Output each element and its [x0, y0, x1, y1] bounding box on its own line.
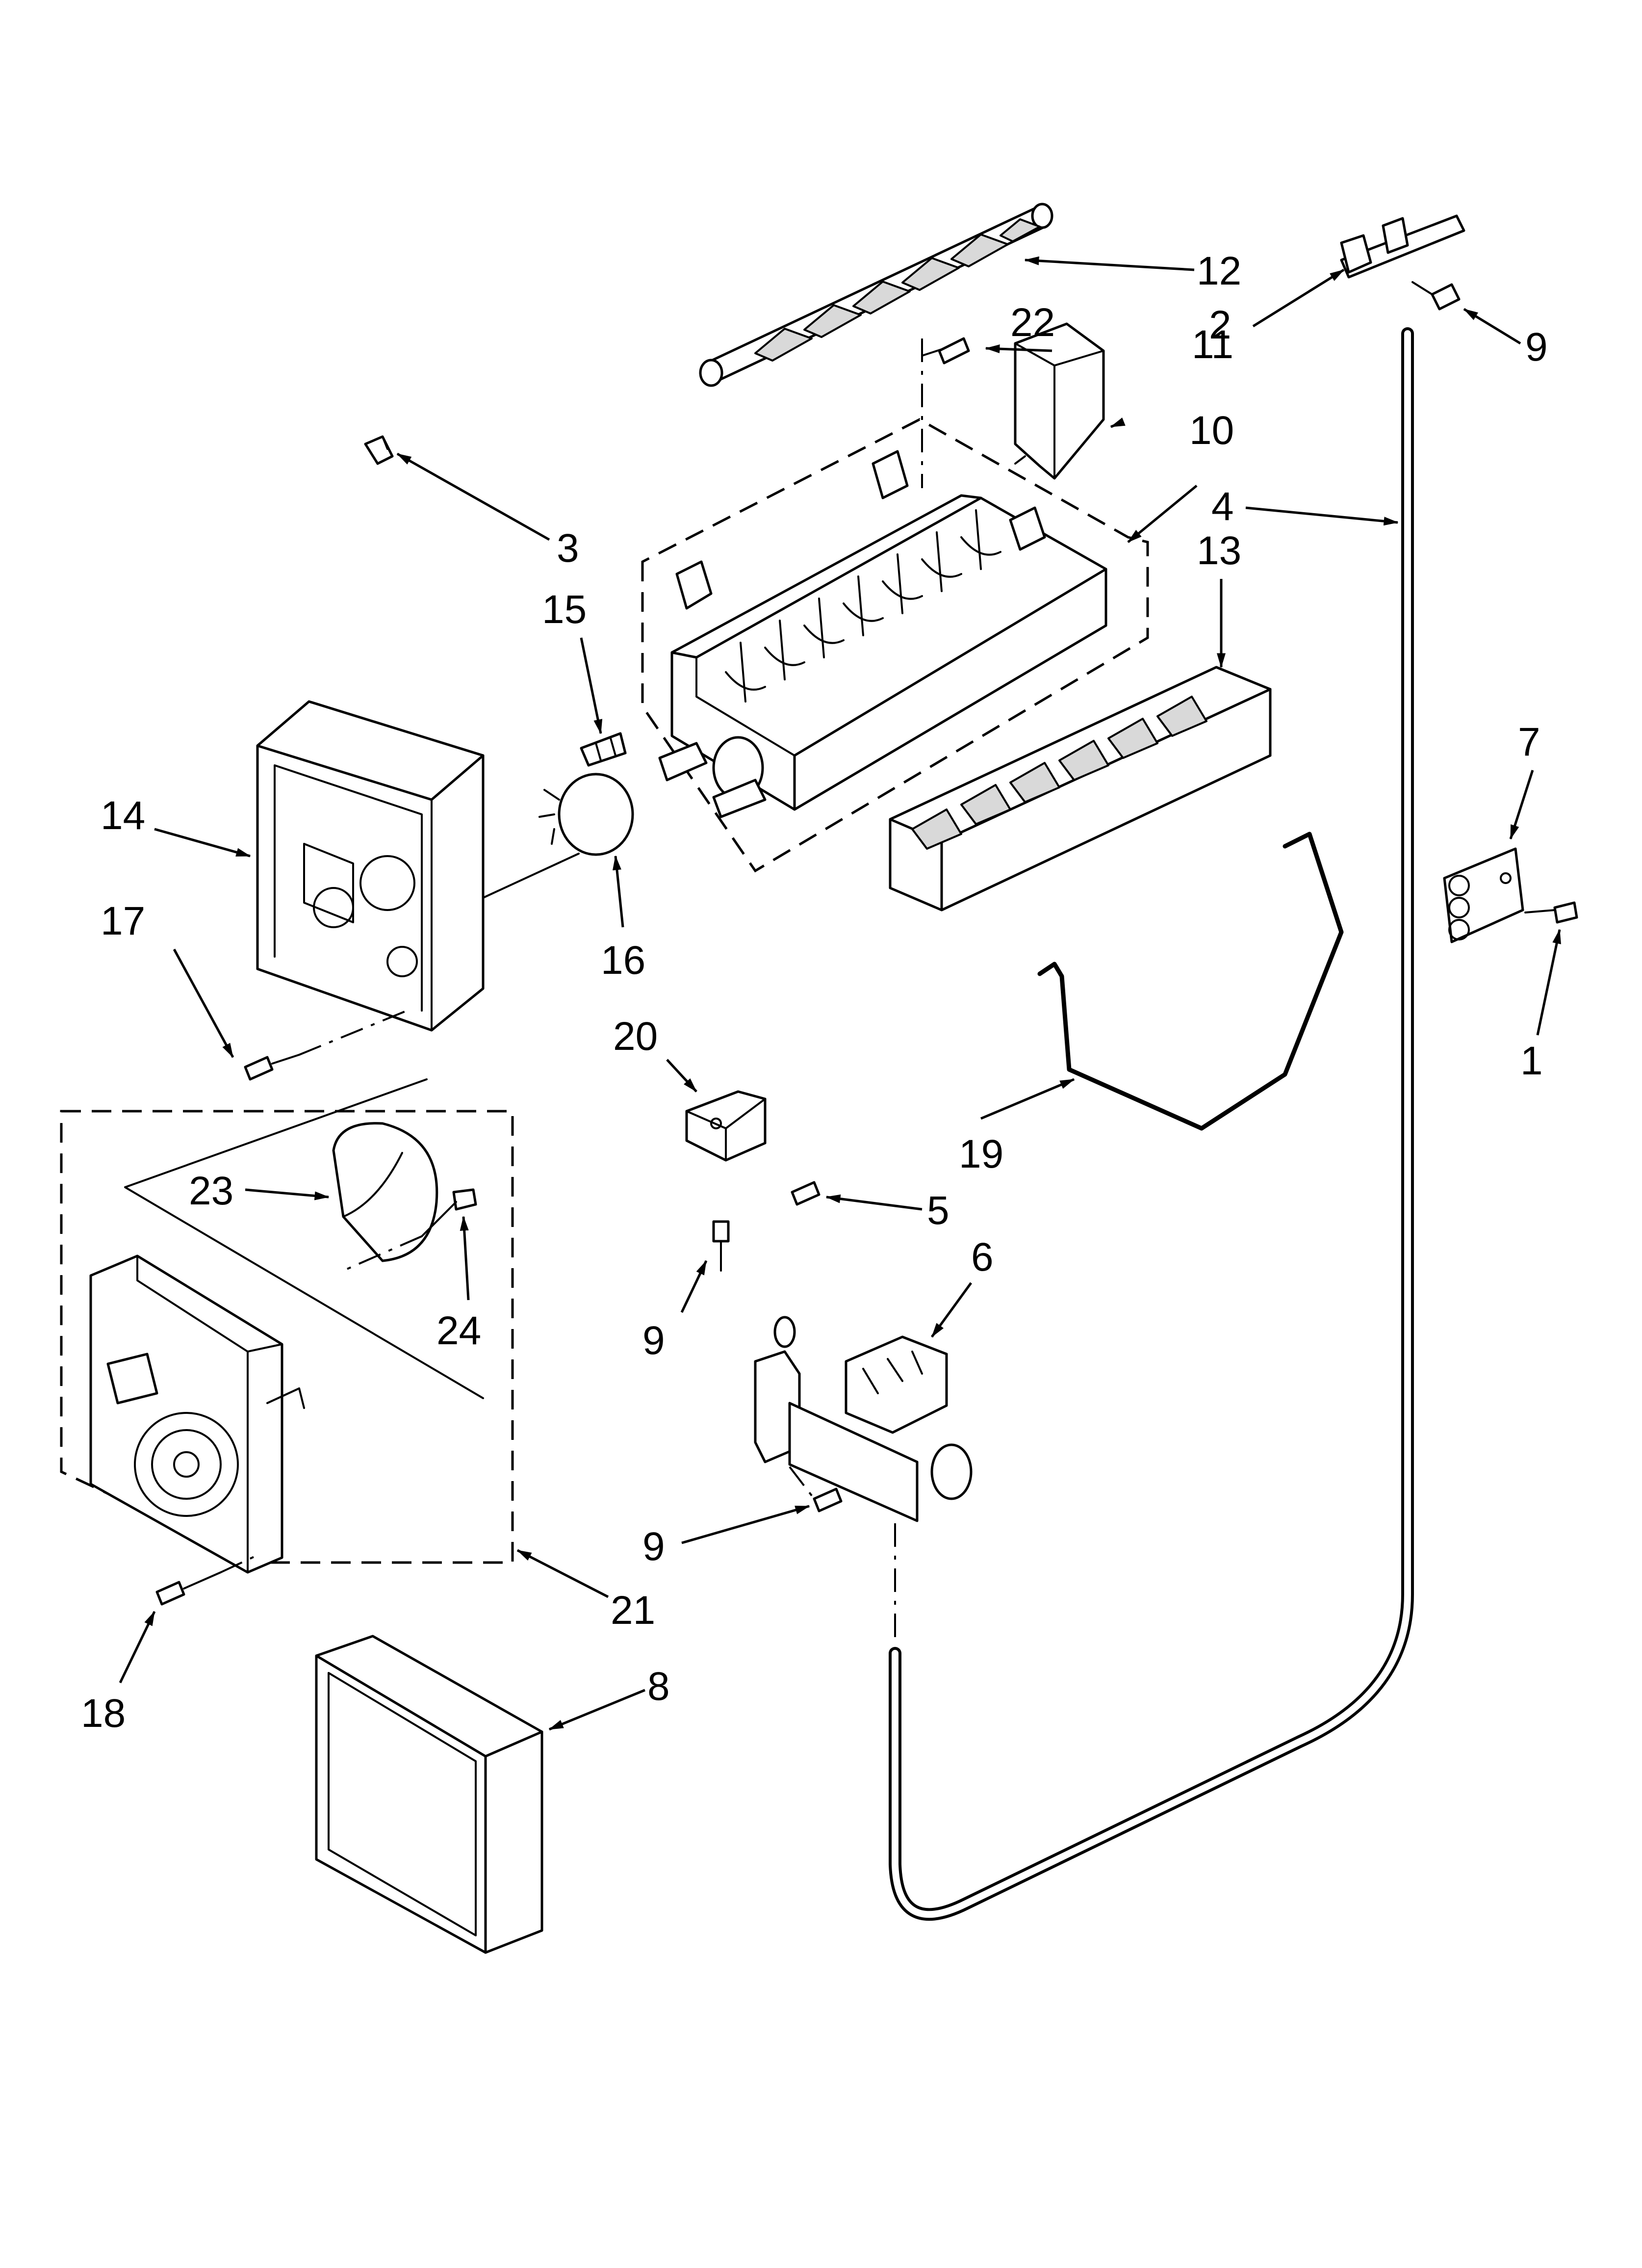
part-8-gasket: [315, 1635, 543, 1954]
callout-10: 10: [1189, 408, 1234, 453]
callout-9-valve: 9: [642, 1524, 665, 1569]
motor-base-plate: [89, 1254, 305, 1574]
part-14-control-housing: [256, 700, 580, 1032]
callout-16: 16: [601, 938, 645, 983]
part-22-screw: [921, 337, 970, 488]
callout-21: 21: [611, 1588, 655, 1633]
part-17-screw: [244, 1010, 408, 1081]
callout-6: 6: [971, 1235, 994, 1279]
part-11-bracket: [1014, 322, 1105, 480]
callout-23: 23: [189, 1169, 233, 1213]
callout-20: 20: [613, 1014, 658, 1059]
part-16-thermostat: [539, 773, 634, 856]
callout-15: 15: [542, 587, 587, 632]
part-15-clip: [580, 732, 627, 767]
callout-labels: 12 22 2 9 11 10 4 13 3 15 16 14 17 7 1 2…: [81, 249, 1548, 1736]
callout-14: 14: [101, 793, 145, 838]
callout-4: 4: [1211, 484, 1234, 529]
callout-9-top: 9: [1525, 325, 1548, 369]
part-6-water-valve: [754, 1316, 973, 1643]
part-24-screw: [343, 1188, 477, 1272]
part-3-clip: [364, 435, 394, 465]
part-12-ejector-shaft: [699, 203, 1053, 387]
callout-8: 8: [647, 1664, 670, 1709]
part-9-screw-top: [1411, 281, 1461, 311]
part-9-screw-valve: [789, 1466, 843, 1512]
part-7-bracket: [1443, 847, 1524, 943]
part-18-screw: [155, 1554, 258, 1606]
part-20-shield: [685, 1090, 767, 1162]
part-21-motor-assembly: [60, 1078, 514, 1564]
callout-1: 1: [1520, 1039, 1543, 1083]
part-23-motor: [332, 1122, 438, 1262]
part-1-screw: [1524, 901, 1578, 924]
callout-18: 18: [81, 1691, 126, 1736]
callout-9-mid: 9: [642, 1318, 665, 1363]
callout-11: 11: [1192, 322, 1233, 367]
callout-24: 24: [436, 1308, 481, 1353]
callout-13: 13: [1197, 528, 1241, 573]
callout-19: 19: [959, 1132, 1003, 1176]
part-5-screw: [791, 1181, 821, 1206]
part-13-front-cover: [889, 666, 1272, 912]
callout-17: 17: [101, 899, 145, 943]
callout-3: 3: [557, 526, 579, 571]
callout-22: 22: [1010, 300, 1055, 345]
part-2-bracket: [1340, 214, 1465, 279]
callout-5: 5: [927, 1188, 949, 1233]
callout-12: 12: [1197, 249, 1241, 293]
part-9-screw-mid: [712, 1220, 730, 1272]
part-10-ice-mold: [641, 418, 1149, 873]
callout-7: 7: [1518, 720, 1540, 764]
part-4-fill-tube: [889, 327, 1414, 1921]
leader-lines: [119, 256, 1561, 1731]
callout-2: 2: [1209, 303, 1232, 347]
part-19-wire-arm: [1037, 832, 1344, 1131]
